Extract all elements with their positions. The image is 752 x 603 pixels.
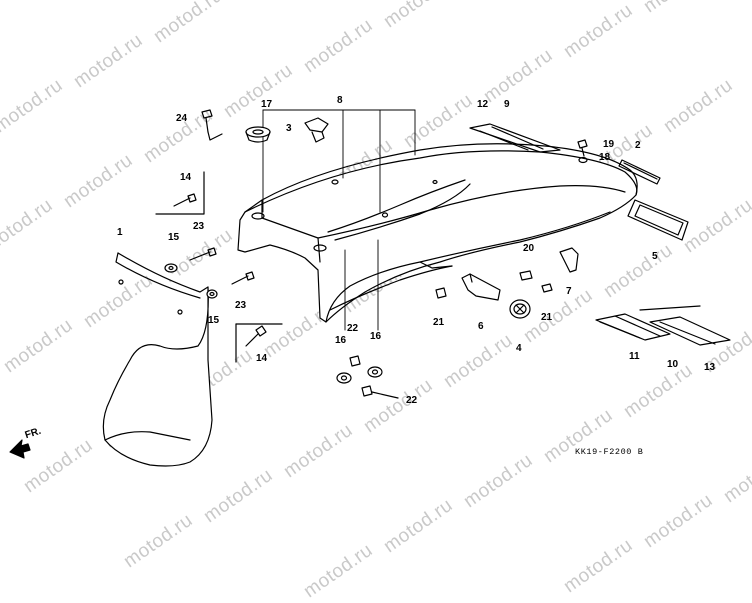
bolt-23-lower	[231, 271, 255, 285]
callout-c2: 2	[635, 140, 641, 151]
rear-fender	[237, 143, 638, 323]
bolt-24	[201, 109, 223, 141]
leader-part-16	[344, 239, 379, 331]
nut-21-right	[541, 283, 553, 293]
callout-c16a: 16	[335, 335, 347, 346]
callout-c19: 19	[603, 139, 615, 150]
callout-c17: 17	[261, 99, 273, 110]
nut-21-left	[435, 287, 447, 299]
callout-c12: 12	[477, 99, 489, 110]
callout-c4: 4	[516, 343, 522, 354]
bolt-23-upper	[189, 247, 217, 261]
callout-c16b: 16	[370, 331, 382, 342]
callout-c24: 24	[176, 113, 188, 124]
collar-16-right	[367, 366, 383, 378]
clip	[304, 117, 329, 143]
callout-c1: 1	[117, 227, 123, 238]
callout-c21a: 21	[433, 317, 445, 328]
callout-c15b: 15	[208, 315, 220, 326]
callout-c14a: 14	[180, 172, 192, 183]
callout-c21b: 21	[541, 312, 553, 323]
bolt-22-lower	[361, 385, 399, 399]
callout-c18: 18	[599, 152, 611, 163]
callout-c22b: 22	[406, 395, 418, 406]
bracket	[461, 273, 501, 301]
stay	[559, 247, 579, 273]
callout-c3: 3	[286, 123, 292, 134]
callout-c14b: 14	[256, 353, 268, 364]
nut-15-left	[164, 263, 178, 273]
mud-flap	[102, 252, 213, 467]
callout-c9: 9	[504, 99, 510, 110]
nut-15-right	[206, 289, 218, 299]
callout-c7: 7	[566, 286, 572, 297]
callout-c6: 6	[478, 321, 484, 332]
stripe-decal-lower	[595, 305, 731, 346]
reflector	[627, 199, 689, 241]
callout-c10: 10	[667, 359, 679, 370]
bolt-22-upper	[349, 355, 361, 367]
bolt-14-lower	[235, 323, 283, 363]
stripe-decal-upper	[469, 123, 561, 153]
front-arrow-icon	[9, 439, 31, 459]
callout-c8: 8	[337, 95, 343, 106]
callout-c22a: 22	[347, 323, 359, 334]
reflector-strip	[618, 159, 661, 185]
round-reflector	[509, 299, 531, 319]
callout-c23a: 23	[193, 221, 205, 232]
callout-c15a: 15	[168, 232, 180, 243]
callout-c11: 11	[629, 351, 640, 362]
bolt-14-upper	[155, 171, 205, 215]
callout-c5: 5	[652, 251, 658, 262]
collar-16-left	[336, 372, 352, 384]
nut-20	[519, 270, 533, 281]
bolt-19	[577, 139, 588, 164]
exploded-view-drawing	[9, 109, 731, 467]
diagram-code: KK19-F2200 B	[575, 447, 644, 457]
callout-c20: 20	[523, 243, 535, 254]
callout-c13: 13	[704, 362, 716, 373]
callout-c23b: 23	[235, 300, 247, 311]
grommet	[245, 126, 271, 143]
